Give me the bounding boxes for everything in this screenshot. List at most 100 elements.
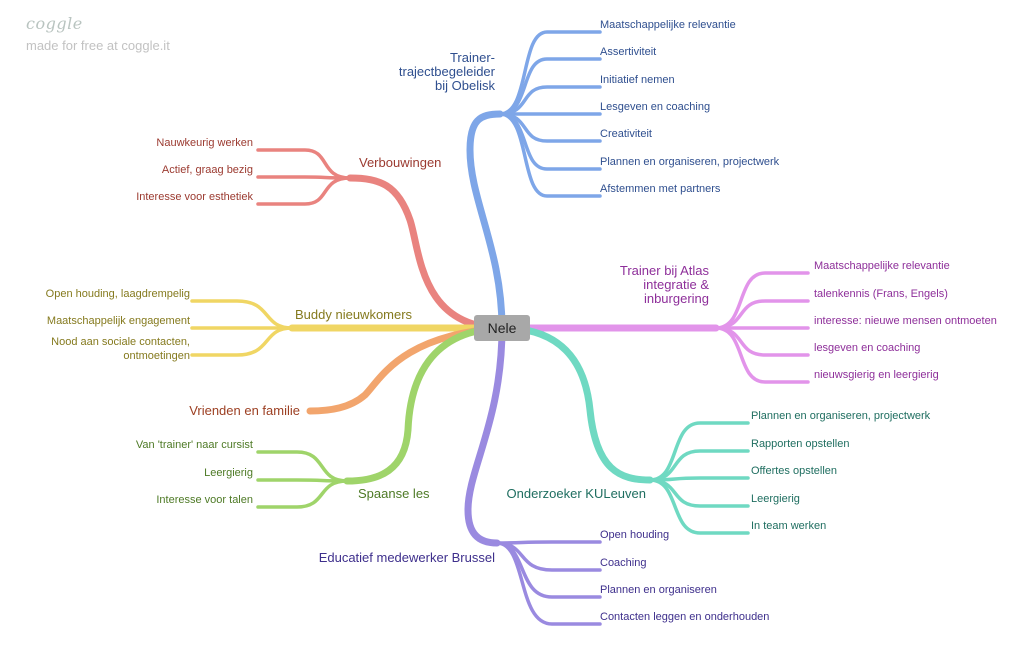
leaf-node-coaching[interactable]: Coaching bbox=[600, 557, 646, 569]
leaf-node-nauwkeurig-werken[interactable]: Nauwkeurig werken bbox=[156, 137, 253, 149]
leaf-node-creativiteit[interactable]: Creativiteit bbox=[600, 128, 652, 140]
child-edge bbox=[648, 449, 750, 482]
branch-label-line: Vrienden en familie bbox=[189, 403, 300, 418]
leaf-node-line: Plannen en organiseren, projectwerk bbox=[751, 410, 931, 422]
leaf-node-line: Offertes opstellen bbox=[751, 465, 837, 477]
leaf-node-line: Leergierig bbox=[204, 467, 253, 479]
leaf-node-line: Plannen en organiseren bbox=[600, 584, 717, 596]
leaf-node-line: Coaching bbox=[600, 557, 646, 569]
branch-label-line: Onderzoeker KULeuven bbox=[507, 486, 646, 501]
leaf-node-plannen-en-organiseren-projectwerk[interactable]: Plannen en organiseren, projectwerk bbox=[751, 410, 931, 422]
branch-label-kuleuven[interactable]: Onderzoeker KULeuven bbox=[507, 486, 646, 501]
branch-label-buddy[interactable]: Buddy nieuwkomers bbox=[295, 307, 413, 322]
leaf-node-line: Open houding, laagdrempelig bbox=[46, 288, 190, 300]
branch-trunk-vrienden bbox=[306, 324, 506, 415]
branch-label-verbouwingen[interactable]: Verbouwingen bbox=[359, 155, 441, 170]
child-edge bbox=[495, 541, 602, 626]
leaf-node-line: Plannen en organiseren, projectwerk bbox=[600, 156, 780, 168]
child-edge bbox=[256, 148, 352, 180]
leaf-node-line: Creativiteit bbox=[600, 128, 652, 140]
leaf-node-line: Leergierig bbox=[751, 493, 800, 505]
child-edge bbox=[256, 479, 349, 509]
made-for-free-note: made for free at coggle.it bbox=[26, 38, 170, 53]
leaf-node-in-team-werken[interactable]: In team werken bbox=[751, 520, 826, 532]
child-edge bbox=[498, 30, 602, 116]
leaf-node-offertes-opstellen[interactable]: Offertes opstellen bbox=[751, 465, 837, 477]
leaf-node-open-houding-laagdrempelig[interactable]: Open houding, laagdrempelig bbox=[46, 288, 190, 300]
branch-label-line: Trainer bij Atlas bbox=[620, 263, 710, 278]
leaf-node-assertiviteit[interactable]: Assertiviteit bbox=[600, 46, 656, 58]
leaf-node-plannen-en-organiseren-projectwerk[interactable]: Plannen en organiseren, projectwerk bbox=[600, 156, 780, 168]
branch-trunk-trainer-obelisk bbox=[466, 110, 506, 332]
leaf-node-maatschappelijke-relevantie[interactable]: Maatschappelijke relevantie bbox=[600, 19, 736, 31]
branch-label-line: Verbouwingen bbox=[359, 155, 441, 170]
leaf-node-maatschappelijk-engagement[interactable]: Maatschappelijk engagement bbox=[47, 315, 190, 327]
branch-trunk-spaanse bbox=[343, 324, 506, 485]
leaf-node-initiatief-nemen[interactable]: Initiatief nemen bbox=[600, 74, 675, 86]
branch-label-educatief[interactable]: Educatief medewerker Brussel bbox=[319, 550, 495, 565]
center-node-box[interactable] bbox=[474, 315, 530, 341]
leaf-node-line: Van 'trainer' naar cursist bbox=[136, 439, 253, 451]
leaf-node-rapporten-opstellen[interactable]: Rapporten opstellen bbox=[751, 438, 849, 450]
leaf-node-lesgeven-en-coaching[interactable]: Lesgeven en coaching bbox=[600, 101, 710, 113]
leaf-node-interesse-nieuwe-mensen-ontmoeten[interactable]: interesse: nieuwe mensen ontmoeten bbox=[814, 315, 997, 327]
center-node[interactable]: Nele bbox=[474, 315, 530, 341]
leaf-node-line: Nood aan sociale contacten, bbox=[51, 336, 190, 348]
leaf-node-leergierig[interactable]: Leergierig bbox=[751, 493, 800, 505]
leaf-node-line: Maatschappelijke relevantie bbox=[814, 260, 950, 272]
leaf-node-van-trainer-naar-cursist[interactable]: Van 'trainer' naar cursist bbox=[136, 439, 253, 451]
leaf-node-line: Maatschappelijke relevantie bbox=[600, 19, 736, 31]
leaf-node-line: Maatschappelijk engagement bbox=[47, 315, 190, 327]
branch-label-line: bij Obelisk bbox=[435, 78, 495, 93]
branch-trunk-educatief bbox=[464, 324, 506, 547]
leaf-node-lesgeven-en-coaching[interactable]: lesgeven en coaching bbox=[814, 342, 920, 354]
leaf-node-line: talenkennis (Frans, Engels) bbox=[814, 288, 948, 300]
leaf-node-line: interesse: nieuwe mensen ontmoeten bbox=[814, 315, 997, 327]
child-edge bbox=[714, 299, 810, 330]
child-edge bbox=[495, 540, 602, 545]
leaf-node-line: Actief, graag bezig bbox=[162, 164, 253, 176]
leaf-node-nieuwsgierig-en-leergierig[interactable]: nieuwsgierig en leergierig bbox=[814, 369, 939, 381]
branch-label-line: Buddy nieuwkomers bbox=[295, 307, 413, 322]
leaf-node-line: Nauwkeurig werken bbox=[156, 137, 253, 149]
leaf-node-interesse-voor-talen[interactable]: Interesse voor talen bbox=[156, 494, 253, 506]
leaf-node-plannen-en-organiseren[interactable]: Plannen en organiseren bbox=[600, 584, 717, 596]
child-edge bbox=[256, 478, 349, 483]
child-edge bbox=[256, 450, 349, 483]
leaf-node-actief-graag-bezig[interactable]: Actief, graag bezig bbox=[162, 164, 253, 176]
leaf-node-leergierig[interactable]: Leergierig bbox=[204, 467, 253, 479]
branch-label-spaanse[interactable]: Spaanse les bbox=[358, 486, 430, 501]
child-edge bbox=[256, 176, 352, 206]
branch-label-line: inburgering bbox=[644, 291, 709, 306]
center-node-label: Nele bbox=[488, 320, 517, 336]
branch-edges bbox=[190, 30, 810, 626]
branch-label-line: Educatief medewerker Brussel bbox=[319, 550, 495, 565]
leaf-node-interesse-voor-esthetiek[interactable]: Interesse voor esthetiek bbox=[136, 191, 253, 203]
leaf-node-nood-aan-sociale-contacten[interactable]: Nood aan sociale contacten,ontmoetingen bbox=[51, 336, 190, 362]
branch-trunk-verbouwingen bbox=[346, 174, 506, 332]
leaf-node-talenkennis-frans-engels[interactable]: talenkennis (Frans, Engels) bbox=[814, 288, 948, 300]
leaf-node-line: In team werken bbox=[751, 520, 826, 532]
child-edge bbox=[190, 326, 294, 357]
child-edge bbox=[190, 299, 294, 330]
branch-label-line: Trainer- bbox=[450, 50, 495, 65]
child-edge bbox=[648, 478, 750, 508]
branch-trunk-kuleuven bbox=[498, 324, 654, 484]
leaf-node-line: Rapporten opstellen bbox=[751, 438, 849, 450]
branch-label-line: integratie & bbox=[643, 277, 709, 292]
leaf-node-line: Interesse voor esthetiek bbox=[136, 191, 253, 203]
branch-label-vrienden[interactable]: Vrienden en familie bbox=[189, 403, 300, 418]
leaf-node-afstemmen-met-partners[interactable]: Afstemmen met partners bbox=[600, 183, 721, 195]
leaf-node-line: Assertiviteit bbox=[600, 46, 656, 58]
leaf-node-maatschappelijke-relevantie[interactable]: Maatschappelijke relevantie bbox=[814, 260, 950, 272]
coggle-logo: coggle bbox=[26, 14, 83, 33]
leaf-node-contacten-leggen-en-onderhouden[interactable]: Contacten leggen en onderhouden bbox=[600, 611, 769, 623]
leaf-node-open-houding[interactable]: Open houding bbox=[600, 529, 669, 541]
branch-label-line: trajectbegeleider bbox=[399, 64, 496, 79]
leaf-node-line: nieuwsgierig en leergierig bbox=[814, 369, 939, 381]
leaf-node-line: Afstemmen met partners bbox=[600, 183, 721, 195]
leaf-node-line: Open houding bbox=[600, 529, 669, 541]
child-edge bbox=[714, 326, 810, 384]
